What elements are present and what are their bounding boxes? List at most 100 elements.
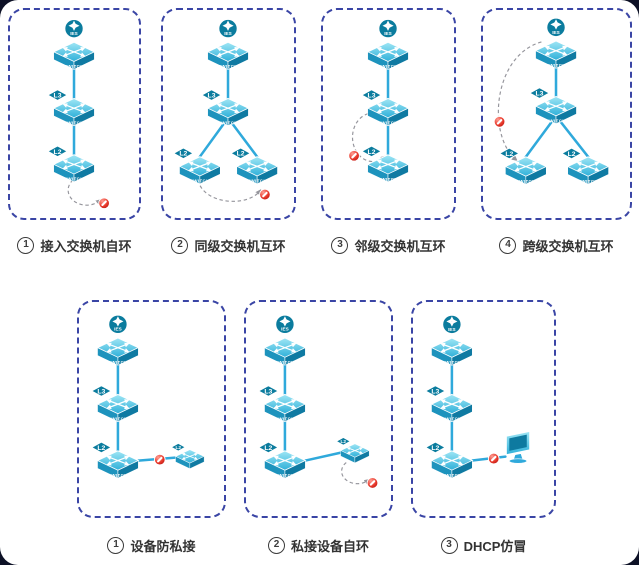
caption-text: 设备防私接 (130, 538, 196, 554)
ies-badge: IES (379, 19, 397, 37)
l2-switch-node: SWITCH L2 (258, 441, 306, 478)
caption-number: 3 (331, 236, 349, 254)
monitor-icon (505, 430, 531, 464)
loop-arrow (197, 179, 262, 202)
forbidden-icon (348, 149, 360, 162)
switch-label: SWITCH (378, 120, 398, 125)
l2-badge: L2 (171, 443, 186, 452)
l2-badge: L2 (561, 147, 582, 160)
ies-switch-node: SWITCH IES (431, 315, 472, 365)
panel-access-switch-self-loop: SWITCH IES SWITCH L3 SWITCH L2 (8, 8, 141, 220)
l3-badge: L3 (529, 87, 550, 99)
forbidden-icon (487, 452, 500, 465)
ies-badge: IES (443, 315, 461, 333)
l3-switch-node: SWITCH L3 (201, 89, 249, 126)
caption-number: 1 (107, 536, 125, 554)
l3-switch-node: SWITCH L3 (425, 385, 473, 422)
badge-label: L3 (535, 91, 543, 98)
ies-badge: IES (65, 19, 83, 37)
switch-label: SWITCH (218, 64, 238, 69)
loop-arrow (67, 179, 102, 206)
loop-arrow (341, 462, 371, 485)
l2-badge: L2 (258, 441, 279, 454)
switch-label: SWITCH (442, 416, 462, 421)
badge-label: L2 (264, 445, 272, 452)
l2-switch-node-right: SWITCH L2 (561, 147, 609, 184)
l3-badge: L3 (258, 385, 279, 397)
loop-arrow (497, 41, 542, 162)
switch-label: SWITCH (546, 63, 566, 68)
l3-badge: L3 (425, 385, 446, 397)
l2-badge: L2 (336, 437, 351, 446)
switch-label: SWITCH (442, 473, 462, 478)
ies-switch-node: SWITCH IES (97, 315, 138, 365)
ies-badge: IES (219, 19, 237, 37)
caption-same-level-switch-loop: 2 同级交换机互环 (161, 236, 296, 254)
caption-text: 同级交换机互环 (194, 238, 286, 254)
badge-label: L3 (264, 388, 272, 395)
badge-label: L2 (341, 439, 347, 445)
panel-cross-level-switch-loop: SWITCH IES SWITCH L3 SWITCH L2 (481, 8, 632, 220)
caption-device-anti-private-connect: 1 设备防私接 (77, 536, 226, 554)
ies-badge: IES (109, 315, 127, 333)
switch-label: SWITCH (247, 179, 267, 184)
caption-cross-level-switch-loop: 4 跨级交换机互环 (481, 236, 632, 254)
forbidden-icon (259, 188, 271, 201)
switch-label: SWITCH (516, 179, 536, 184)
l3-switch-node: SWITCH L3 (91, 385, 139, 422)
badge-label: L3 (368, 93, 376, 100)
caption-dhcp-spoofing: 3 DHCP仿冒 (411, 536, 556, 554)
badge-label: L2 (179, 151, 187, 158)
l2-switch-node: SWITCH L2 (361, 145, 409, 182)
badge-label: L3 (54, 93, 62, 100)
badge-label: L2 (431, 445, 439, 452)
small-l2-switch-node: L2 (171, 443, 204, 468)
switch-label: SWITCH (275, 360, 295, 365)
badge-label: L2 (568, 151, 576, 158)
switch-label: SWITCH (275, 416, 295, 421)
l2-badge: L2 (91, 441, 112, 454)
badge-label: L3 (431, 388, 439, 395)
l3-badge: L3 (201, 89, 222, 101)
l2-badge: L2 (361, 145, 382, 158)
switch-label: SWITCH (108, 360, 128, 365)
switch-label: SWITCH (442, 360, 462, 365)
caption-text: 邻级交换机互环 (354, 238, 446, 254)
ies-badge: IES (547, 18, 565, 36)
badge-label: L2 (97, 445, 105, 452)
badge-label: L2 (54, 149, 62, 156)
forbidden-icon (153, 453, 166, 466)
l3-badge: L3 (91, 385, 112, 397)
l2-badge: L2 (47, 145, 68, 158)
switch-icon (176, 450, 205, 469)
panel-private-device-self-loop: SWITCH IES SWITCH L3 SWITCH L2 (244, 300, 393, 518)
l2-switch-node-right: SWITCH L2 (230, 147, 278, 184)
caption-number: 2 (171, 236, 189, 254)
l3-switch-node: SWITCH L3 (361, 89, 409, 126)
caption-text: 私接设备自环 (290, 538, 369, 554)
ies-badge-label: IES (281, 327, 289, 332)
switch-label: SWITCH (64, 120, 84, 125)
caption-private-device-self-loop: 2 私接设备自环 (244, 536, 393, 554)
switch-label: SWITCH (190, 179, 210, 184)
caption-number: 1 (17, 236, 35, 254)
l2-switch-node: SWITCH L2 (91, 441, 139, 478)
switch-label: SWITCH (64, 64, 84, 69)
l3-switch-node: SWITCH L3 (47, 89, 95, 126)
l2-badge: L2 (425, 441, 446, 454)
small-l2-switch-node: L2 (336, 437, 370, 463)
l2-badge: L2 (499, 147, 520, 160)
ies-switch-node: SWITCH IES (536, 18, 577, 68)
l2-badge: L2 (173, 147, 194, 160)
ies-badge-label: IES (384, 31, 391, 36)
badge-label: L2 (175, 445, 181, 451)
ies-badge-label: IES (114, 327, 122, 332)
switch-label: SWITCH (64, 177, 84, 182)
switch-label: SWITCH (275, 473, 295, 478)
ies-badge-label: IES (224, 31, 231, 36)
caption-text: DHCP仿冒 (463, 538, 527, 554)
ies-switch-node: SWITCH IES (54, 19, 95, 69)
caption-access-switch-self-loop: 1 接入交换机自环 (8, 236, 141, 254)
caption-adjacent-level-switch-loop: 3 邻级交换机互环 (321, 236, 456, 254)
switch-label: SWITCH (218, 120, 238, 125)
